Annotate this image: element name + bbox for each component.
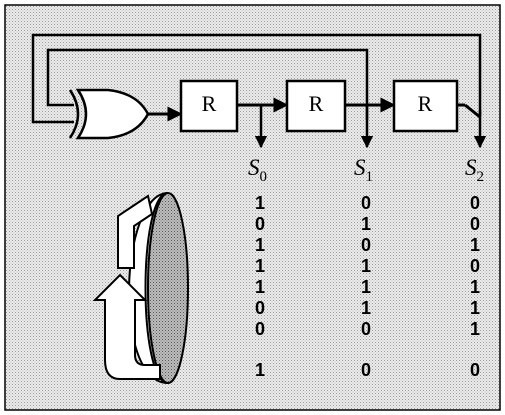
sequence-s0: 1 0 1 1 1 0 0 1 xyxy=(255,193,265,380)
xor-input-curve xyxy=(68,89,80,139)
output-label-s0: S0 xyxy=(248,155,267,185)
output-labels: S0 S1 S2 xyxy=(248,155,484,185)
xor-gate xyxy=(68,88,150,140)
register-2-label: R xyxy=(309,91,324,116)
register-1-label: R xyxy=(202,91,217,116)
bit: 1 xyxy=(470,319,480,339)
bit: 0 xyxy=(361,360,371,380)
bit: 0 xyxy=(470,360,480,380)
output-label-s2: S2 xyxy=(465,155,484,185)
bit: 0 xyxy=(470,256,480,276)
cycle-ring-icon xyxy=(92,192,189,384)
feedback-wires xyxy=(31,33,482,124)
bit: 0 xyxy=(470,214,480,234)
bit: 1 xyxy=(255,235,265,255)
output-label-s1: S1 xyxy=(354,155,373,185)
register-2-box xyxy=(285,79,347,133)
register-1-box xyxy=(179,79,239,133)
bit: 1 xyxy=(361,256,371,276)
bit: 1 xyxy=(255,256,265,276)
diagram-background xyxy=(4,4,501,411)
signal-path xyxy=(148,97,481,122)
bit: 1 xyxy=(361,277,371,297)
cycle-arrow-top-icon xyxy=(117,194,154,269)
register-3-box xyxy=(392,79,459,133)
cycle-arrow-bottom-icon xyxy=(92,273,161,380)
bit-sequences: 1 0 1 1 1 0 0 1 0 1 0 1 1 1 0 0 0 0 1 0 … xyxy=(255,193,480,380)
bit: 0 xyxy=(361,319,371,339)
bit: 1 xyxy=(255,360,265,380)
xor-body xyxy=(75,88,150,140)
bit: 0 xyxy=(255,319,265,339)
register-3-label: R xyxy=(418,91,433,116)
bit: 0 xyxy=(255,214,265,234)
register-1: R xyxy=(179,79,239,133)
bit: 1 xyxy=(255,193,265,213)
bit: 1 xyxy=(470,277,480,297)
cycle-ring-back xyxy=(147,192,189,384)
register-3: R xyxy=(392,79,459,133)
bit: 1 xyxy=(470,235,480,255)
output-taps xyxy=(254,105,487,149)
bit: 0 xyxy=(470,193,480,213)
bit: 1 xyxy=(470,298,480,318)
bit: 1 xyxy=(361,298,371,318)
feedback-wire-s1 xyxy=(46,48,369,120)
r3-to-s2-wire xyxy=(464,103,481,119)
sequence-s2: 0 0 1 0 1 1 1 0 xyxy=(470,193,480,380)
bit: 1 xyxy=(361,214,371,234)
bit: 0 xyxy=(361,193,371,213)
bit: 0 xyxy=(361,235,371,255)
cycle-ring-front xyxy=(128,192,169,384)
feedback-wire-s2 xyxy=(31,33,482,124)
bit: 0 xyxy=(255,298,265,318)
bit: 1 xyxy=(255,277,265,297)
register-2: R xyxy=(285,79,347,133)
sequence-s1: 0 1 0 1 1 1 0 0 xyxy=(361,193,371,380)
